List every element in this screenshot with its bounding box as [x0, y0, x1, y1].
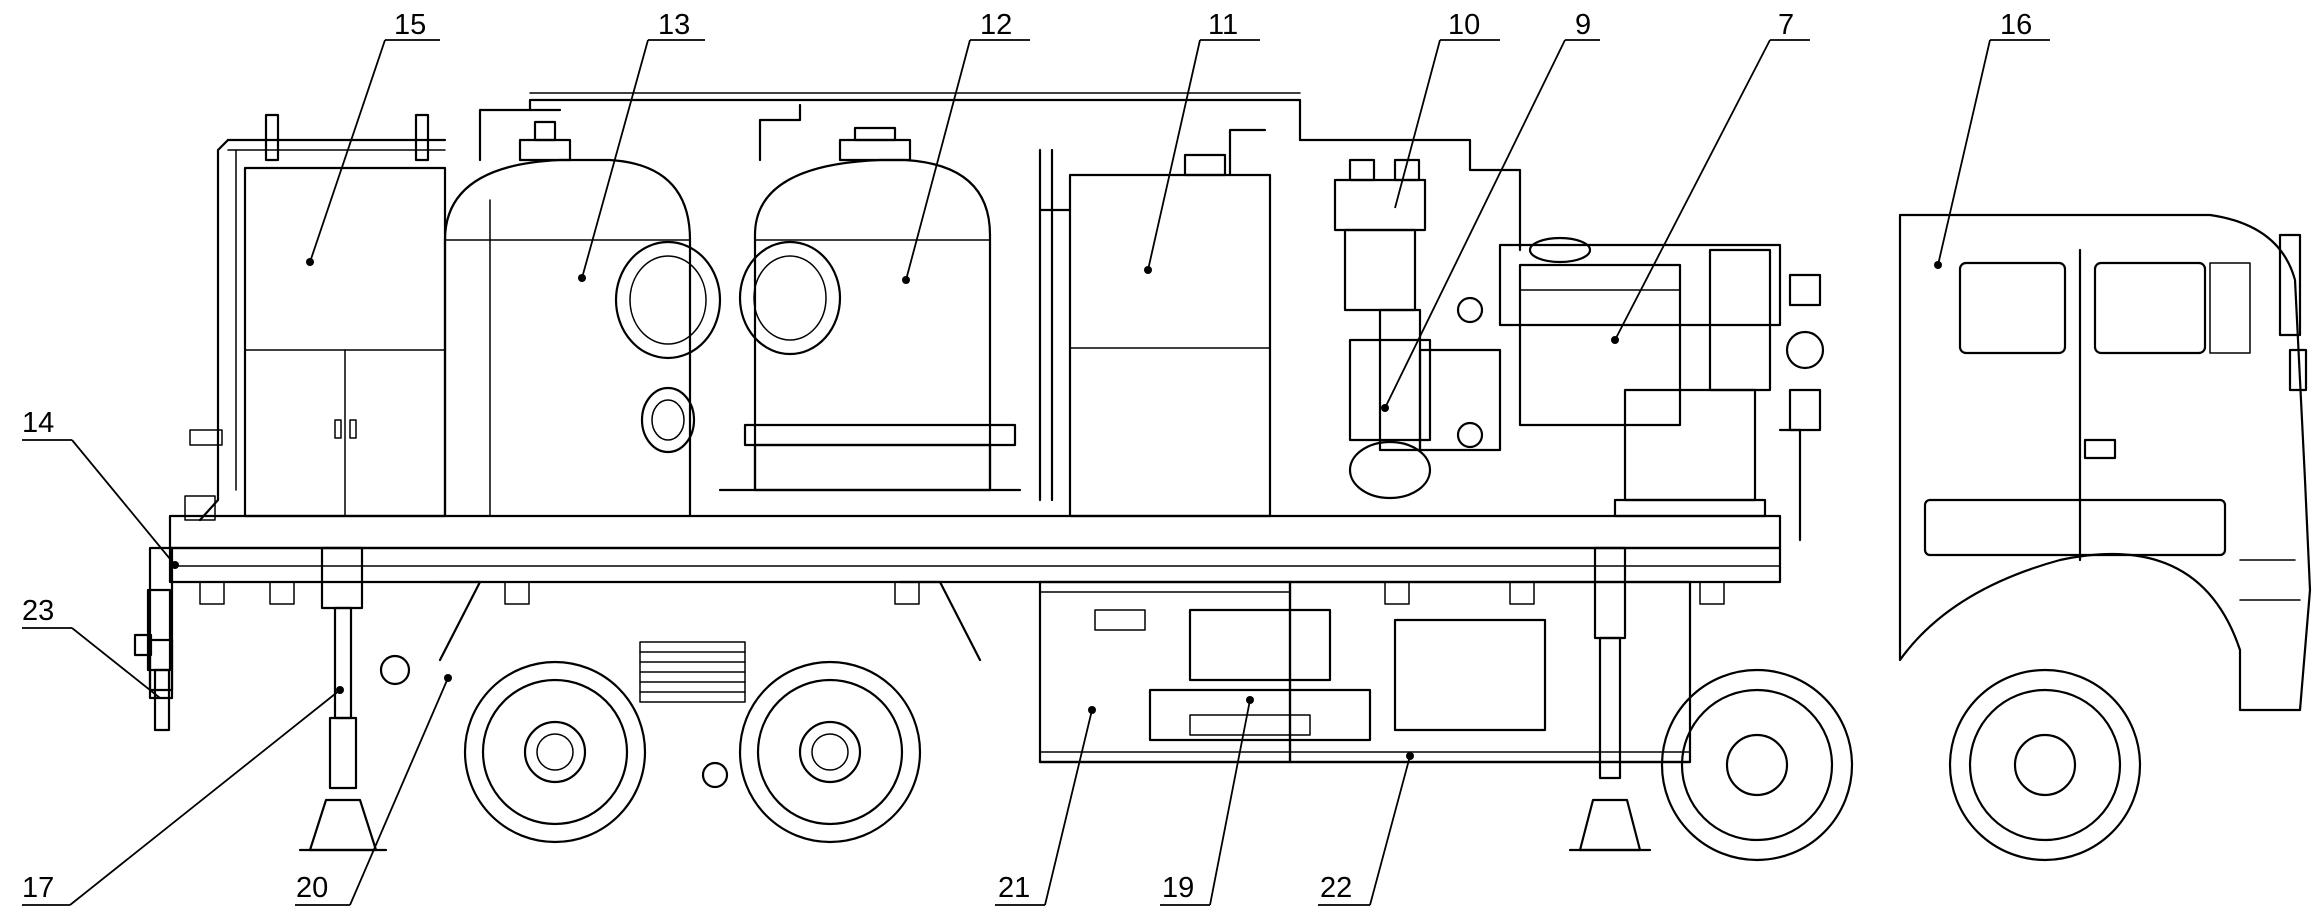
callout-23: 23 [22, 595, 161, 699]
callout-14: 14 [22, 407, 179, 569]
callout-23-label: 23 [22, 595, 54, 627]
callout-7: 7 [1611, 9, 1810, 344]
callout-17: 17 [22, 686, 344, 906]
callout-19: 19 [1160, 696, 1254, 906]
callout-20: 20 [295, 674, 452, 906]
callout-7-label: 7 [1778, 9, 1794, 41]
rear-storage-tank [184, 113, 447, 522]
front-wheel-1 [1660, 668, 1854, 862]
leaf-spring [639, 641, 746, 789]
callout-10-label: 10 [1448, 9, 1480, 41]
callout-16: 16 [1934, 9, 2050, 269]
rear-outrigger [298, 546, 411, 852]
callout-17-label: 17 [22, 872, 54, 904]
callout-21: 21 [995, 706, 1096, 906]
callout-12-label: 12 [980, 9, 1012, 41]
tow-hook [146, 588, 172, 732]
rear-wheel-2 [738, 660, 922, 844]
filter-tank-13 [443, 92, 1302, 518]
callout-9: 9 [1381, 9, 1600, 412]
truck-cab [1898, 213, 2312, 712]
callout-20-label: 20 [296, 872, 328, 904]
callout-13: 13 [578, 9, 705, 282]
callout-12: 12 [902, 9, 1030, 284]
tank-11 [1038, 128, 1272, 518]
pump-manifold-assembly [1298, 138, 1825, 542]
callout-13-label: 13 [658, 9, 690, 41]
callout-22-label: 22 [1320, 872, 1352, 904]
chassis-frame [133, 514, 1782, 700]
callout-15-label: 15 [394, 9, 426, 41]
front-wheel-2 [1948, 668, 2142, 862]
callout-21-label: 21 [998, 872, 1030, 904]
lower-cabinet-boxes [1038, 580, 1692, 764]
callout-15: 15 [306, 9, 440, 266]
callout-14-label: 14 [22, 407, 54, 439]
callout-19-label: 19 [1162, 872, 1194, 904]
callout-9-label: 9 [1575, 9, 1591, 41]
front-outrigger [1568, 546, 1652, 852]
callout-11: 11 [1144, 9, 1260, 274]
filter-tank-12 [718, 103, 1022, 492]
callout-16-label: 16 [2000, 9, 2032, 41]
callout-22: 22 [1318, 752, 1414, 906]
callout-11-label: 11 [1208, 9, 1238, 41]
callout-10: 10 [1394, 9, 1500, 209]
rear-wheel-1 [463, 660, 647, 844]
